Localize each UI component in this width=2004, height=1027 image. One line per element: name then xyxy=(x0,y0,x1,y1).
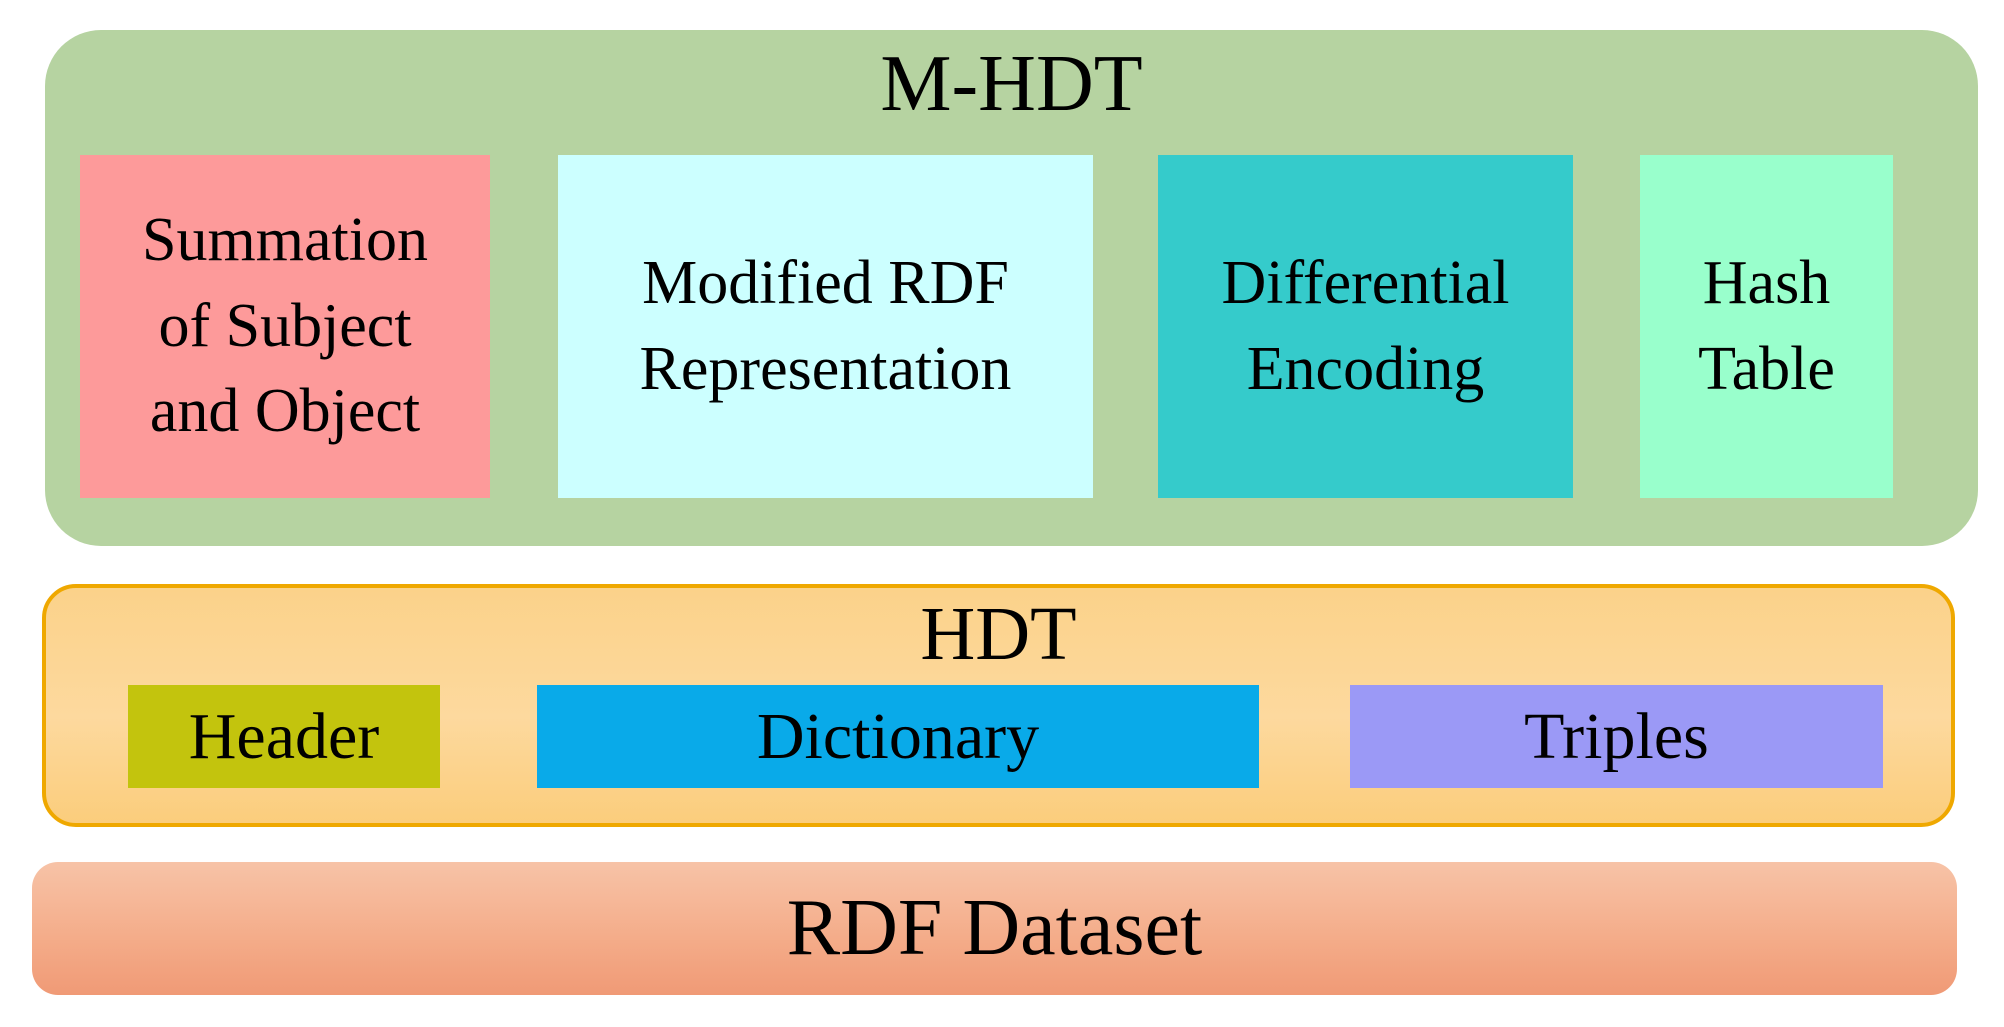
summation-line-1: Summation xyxy=(142,206,428,275)
hash-table-box: Hash Table xyxy=(1640,155,1893,498)
rdf-dataset-label: RDF Dataset xyxy=(786,884,1203,972)
header-label: Header xyxy=(188,699,380,773)
modified-rdf-representation-box: Modified RDF Representation xyxy=(558,155,1093,498)
differential-encoding-box: Differential Encoding xyxy=(1158,155,1573,498)
modified-rdf-line-1: Modified RDF xyxy=(642,248,1009,317)
summation-of-subject-and-object-box: Summation of Subject and Object xyxy=(80,155,490,498)
mhdt-title: M-HDT xyxy=(880,40,1143,128)
hdt-title: HDT xyxy=(920,592,1077,676)
dictionary-label: Dictionary xyxy=(756,699,1040,773)
modified-rdf-line-2: Representation xyxy=(639,334,1012,403)
hash-table-line-2: Table xyxy=(1698,334,1835,403)
triples-label: Triples xyxy=(1524,699,1709,773)
rdf-dataset-bar: RDF Dataset xyxy=(32,862,1957,995)
dictionary-box: Dictionary xyxy=(537,685,1259,788)
triples-box: Triples xyxy=(1350,685,1883,788)
differential-encoding-line-1: Differential xyxy=(1221,248,1510,317)
hash-table-line-1: Hash xyxy=(1702,248,1831,317)
summation-line-3: and Object xyxy=(149,377,421,446)
summation-line-2: of Subject xyxy=(158,291,412,360)
differential-encoding-line-2: Encoding xyxy=(1246,334,1485,403)
header-box: Header xyxy=(128,685,440,788)
